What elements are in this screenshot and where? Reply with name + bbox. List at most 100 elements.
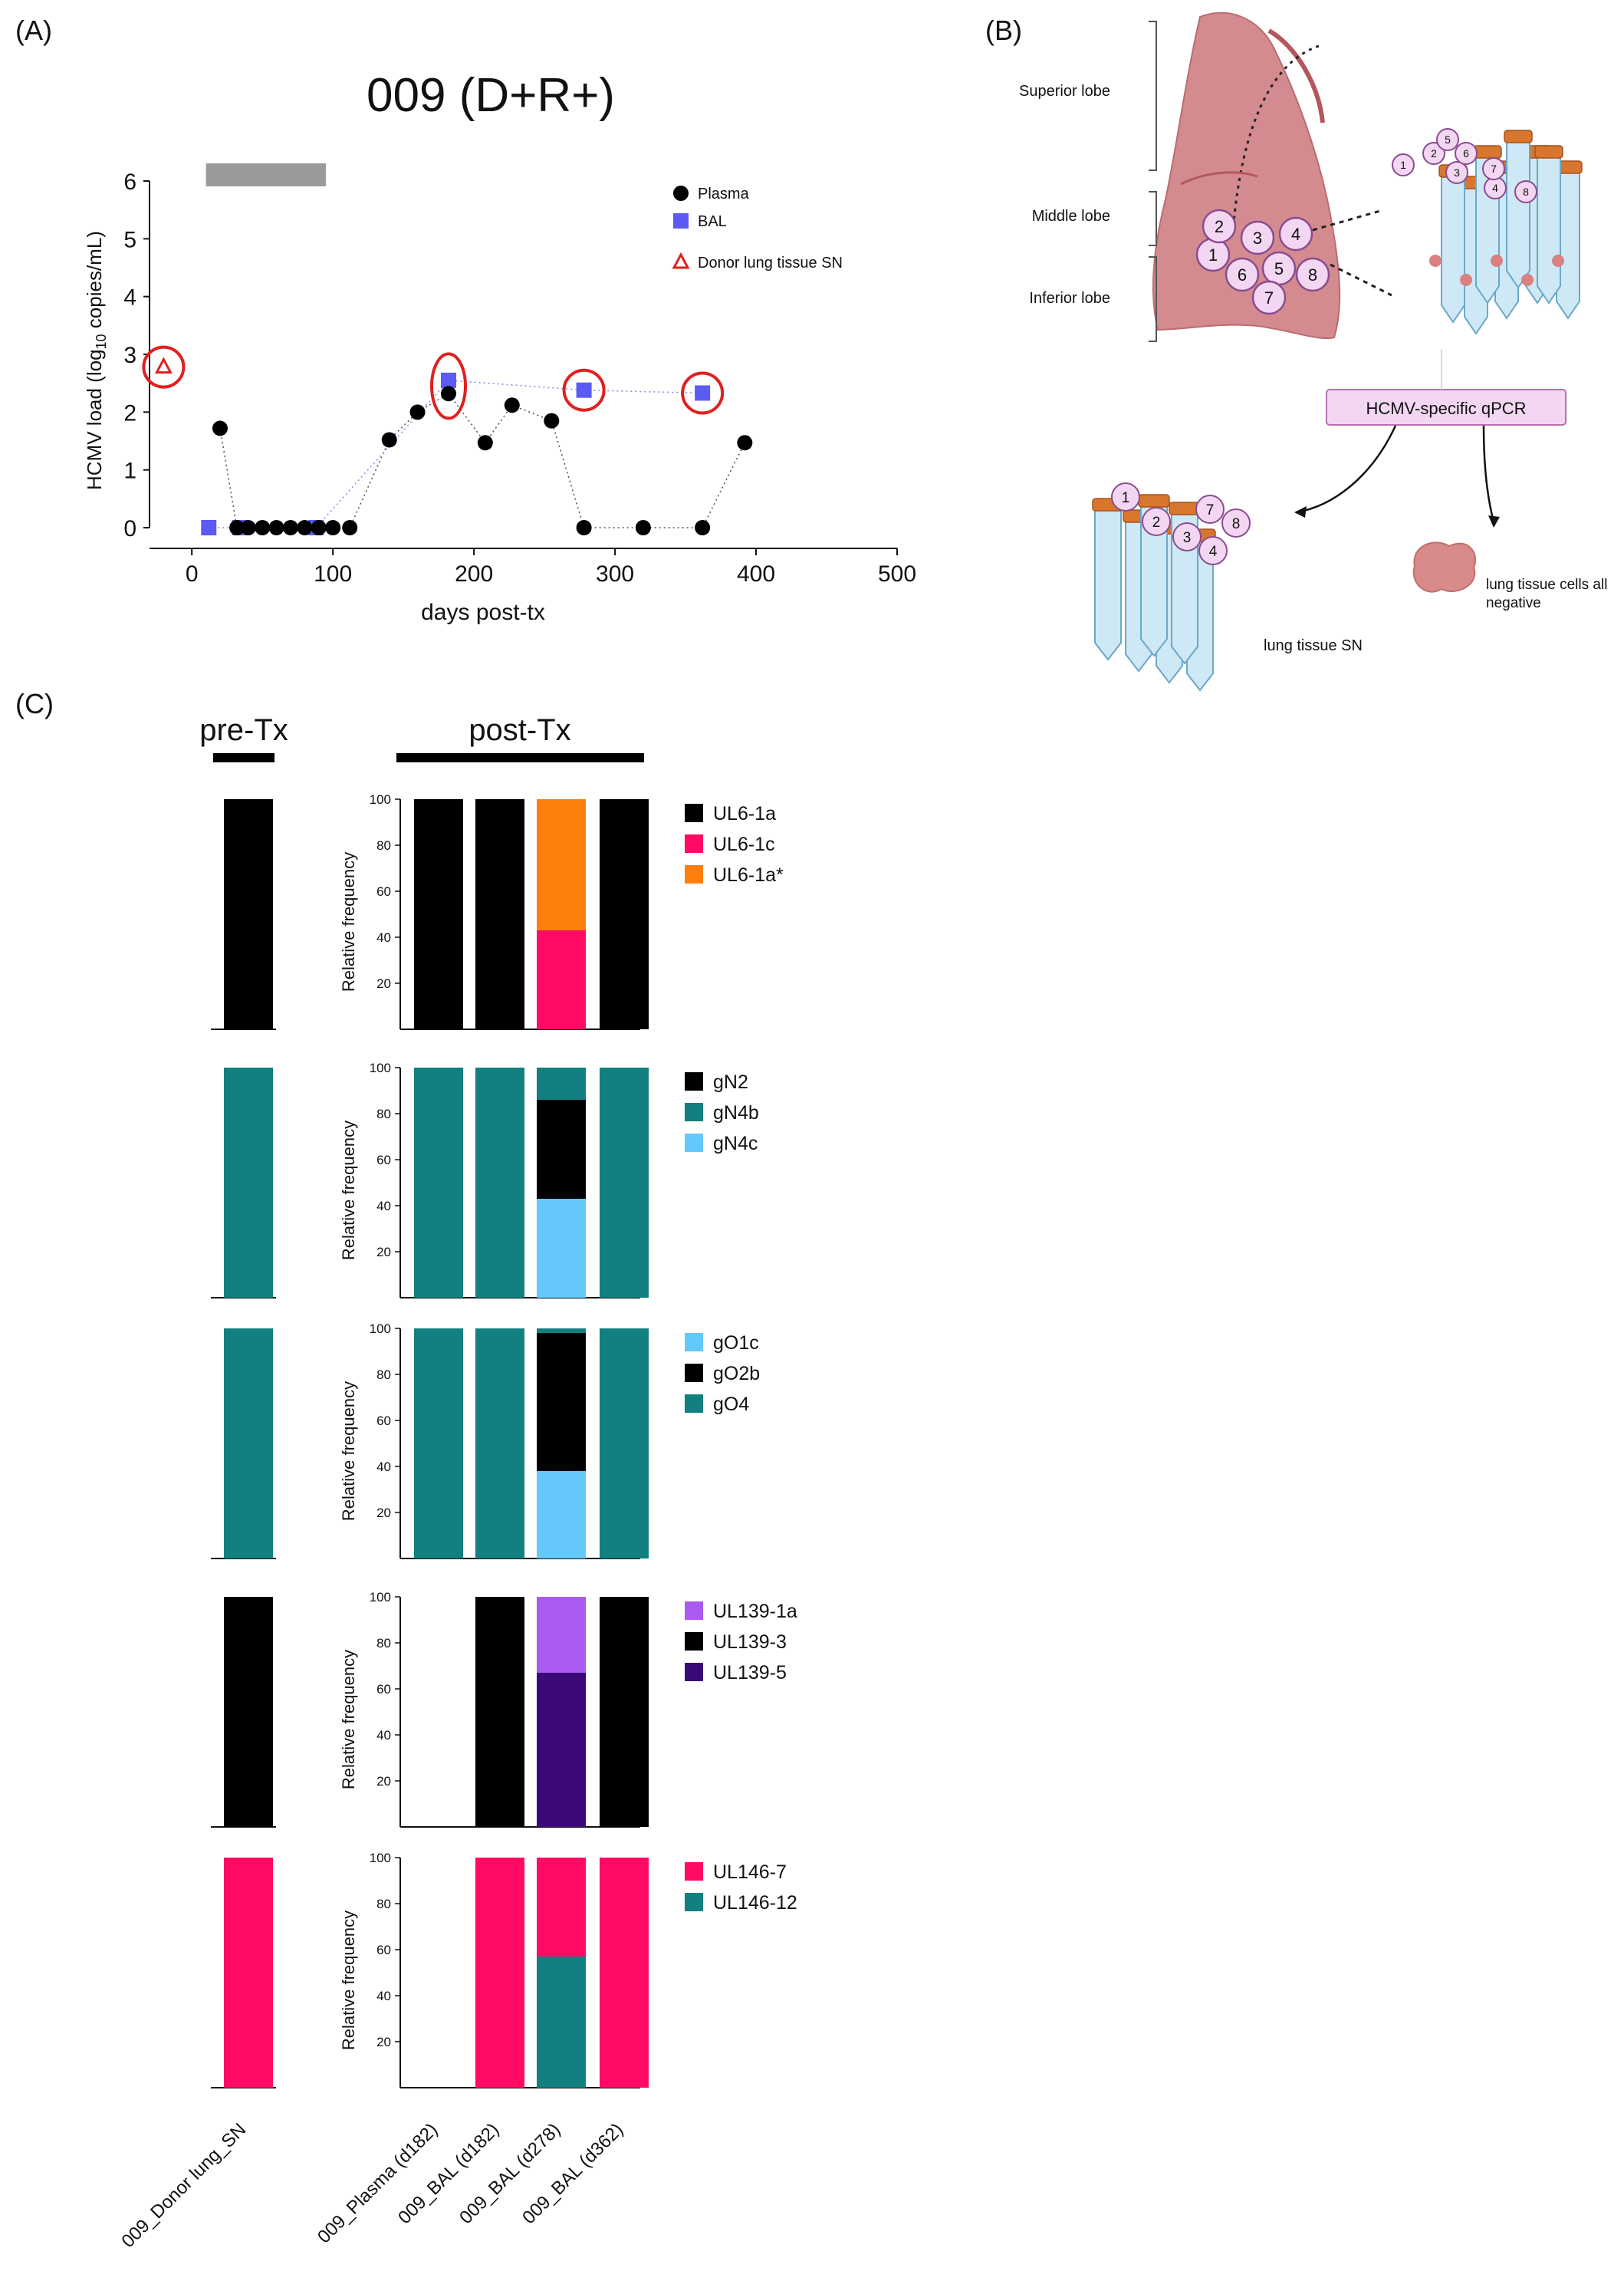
x-axis-label: days post-tx (421, 600, 545, 625)
sn-number-circle (1172, 522, 1202, 551)
x-tick-label: 0 (186, 561, 199, 587)
y-tick-label: 80 (376, 1107, 391, 1121)
x-tick-label: 400 (737, 561, 775, 587)
legend-label: UL139-5 (713, 1662, 787, 1684)
bal-point (695, 385, 711, 401)
tube-number-circle (1436, 128, 1459, 151)
group-label-posttx: post-Tx (468, 713, 570, 747)
bar-segment (414, 1068, 463, 1298)
tube-number: 2 (1431, 147, 1437, 160)
plasma-point (695, 520, 711, 535)
legend-swatch (685, 1862, 703, 1881)
y-tick-label: 40 (376, 1728, 391, 1743)
legend-label: gO1c (713, 1332, 759, 1354)
plasma-point (311, 520, 327, 535)
highlight-ring (562, 368, 606, 412)
plasma-point (240, 520, 256, 535)
legend-swatch (685, 1632, 703, 1651)
lobe-bracket (1149, 191, 1157, 246)
bar-segment (475, 1597, 524, 1827)
plasma-point (325, 520, 341, 535)
lobe-fissure (1180, 171, 1258, 186)
bar-segment (537, 1858, 586, 1957)
y-tick-label: 3 (123, 343, 136, 368)
legend-donor-label: Donor lung tissue SN (698, 255, 843, 272)
tube-body (1506, 140, 1530, 289)
bar-segment (537, 1328, 586, 1333)
plasma-point (409, 404, 426, 420)
bar-segment (475, 1328, 524, 1558)
lung-piece-label: 6 (1238, 265, 1247, 285)
plasma-point (268, 520, 284, 535)
bar-segment (537, 1673, 586, 1827)
x-category-label: 009_Plasma (d182) (314, 2119, 442, 2247)
legend-donor-marker (672, 252, 690, 269)
lung-piece (1295, 257, 1330, 292)
donor-point (154, 357, 173, 374)
plasma-point (441, 386, 456, 402)
legend-label: UL146-7 (713, 1861, 787, 1883)
sn-result-label: lung tissue SN (1264, 637, 1363, 654)
data-points (154, 357, 753, 535)
tube-number: 6 (1463, 147, 1469, 160)
tube-cap (1169, 502, 1201, 515)
arrow-head (1294, 506, 1307, 518)
sn-number: 4 (1209, 544, 1218, 560)
plasma-point (504, 397, 520, 413)
y-tick-label: 0 (123, 516, 136, 541)
tube-body (1094, 509, 1122, 661)
legend-swatch (685, 1333, 703, 1351)
arrow-to-cells (1482, 425, 1495, 522)
lobe-label: Inferior lobe (1029, 290, 1110, 307)
highlight-ring (430, 352, 467, 420)
panel-label-b: (B) (985, 15, 1022, 46)
assay-box (1326, 389, 1566, 426)
bar-segment (475, 799, 524, 1029)
legend-label: gO2b (713, 1363, 760, 1384)
y-axis-label: Relative frequency (339, 1121, 358, 1260)
highlight-ring (681, 371, 725, 415)
cells-result-label-1: lung tissue cells all (1486, 577, 1607, 593)
plasma-point (544, 413, 560, 429)
legend-swatch (685, 1103, 703, 1121)
lung-piece-label: 2 (1215, 217, 1224, 236)
lobe-bracket (1149, 21, 1157, 171)
highlight-rings (142, 345, 725, 420)
bal-point (441, 372, 456, 388)
plasma-point (737, 435, 753, 451)
plasma-connector (219, 393, 746, 528)
lung-piece-label: 3 (1253, 229, 1262, 248)
y-axis-label: HCMV load (log10 copies/mL) (83, 231, 109, 490)
x-category-label: 009_Donor lung_SN (117, 2119, 250, 2252)
cell-pellet (1491, 255, 1503, 267)
assay-label: HCMV-specific qPCR (1366, 399, 1526, 418)
tube-number-circle (1514, 180, 1537, 203)
panel-a-scatter: 009 (D+R+) HCMV load (log10 copies/mL) d… (83, 69, 916, 625)
guide-line (1312, 209, 1381, 232)
y-tick-label: 4 (123, 285, 136, 311)
tube-number-circle (1422, 142, 1445, 165)
highlight-ring (142, 345, 186, 389)
lung-piece (1240, 220, 1275, 255)
y-tick-label: 1 (123, 459, 136, 484)
y-tick-label: 80 (376, 1368, 391, 1382)
y-tick-label: 100 (370, 1590, 391, 1605)
bar-segment (537, 1597, 586, 1673)
y-tick-label: 6 (123, 170, 136, 195)
lobe-label: Middle lobe (1032, 208, 1110, 225)
bar-segment (224, 1858, 273, 2088)
y-tick-label: 20 (376, 1506, 391, 1520)
sn-number: 2 (1152, 515, 1161, 531)
bar-segment (537, 799, 586, 930)
y-tick-label: 100 (370, 1321, 391, 1336)
tube-body (1537, 156, 1561, 304)
y-tick-label: 80 (376, 838, 391, 853)
legend-bal-marker (673, 213, 689, 229)
tube-number-circle (1482, 157, 1505, 180)
